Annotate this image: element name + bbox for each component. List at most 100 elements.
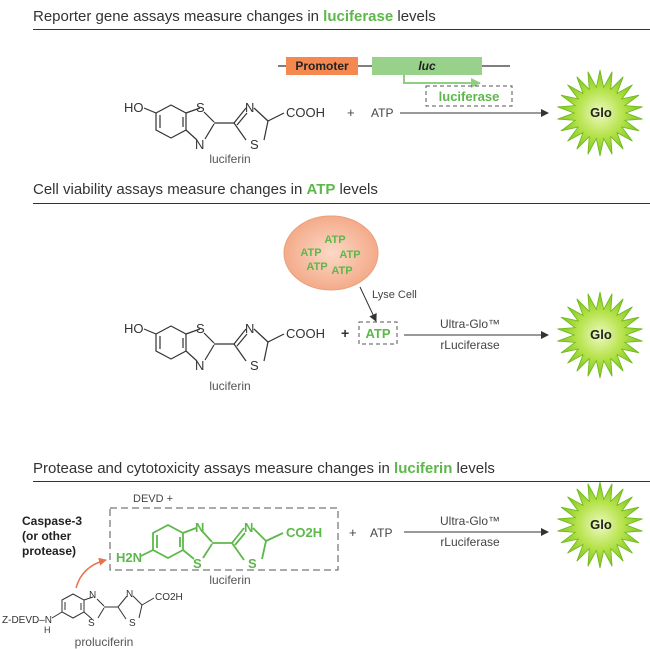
ring-bond [233, 107, 247, 124]
proluciferin-name: proluciferin [75, 635, 134, 649]
plus-sign: + [341, 325, 349, 341]
n-atom: N [245, 321, 254, 336]
glow-burst-icon [557, 69, 643, 157]
enzyme-label-top: Ultra-Glo™ [440, 317, 500, 331]
h2n-label: H2N [116, 550, 142, 565]
section-1-rule [33, 29, 650, 30]
protease-line: (or other [22, 529, 72, 543]
heading-highlight: luciferin [394, 460, 453, 477]
s-atom: S [193, 556, 202, 571]
s-atom: S [88, 618, 95, 629]
section-1-heading: Reporter gene assays measure changes in … [33, 8, 436, 26]
h-atom: H [44, 625, 51, 635]
proluciferin-structure [51, 593, 155, 620]
luciferin-name: luciferin [209, 152, 250, 166]
ring-bond [236, 112, 248, 126]
cell-viability-assay: ATP ATP ATP ATP ATP Lyse Cell HO S N [124, 215, 549, 393]
cell-atp: ATP [339, 249, 360, 261]
enzyme-label-top: Ultra-Glo™ [440, 514, 500, 528]
lyse-label: Lyse Cell [372, 289, 417, 301]
atp-box [358, 321, 398, 345]
luciferin-name: luciferin [209, 573, 250, 587]
ring-bond [261, 540, 267, 560]
luciferin-name: luciferin [209, 379, 250, 393]
ring-bond [263, 120, 269, 141]
luc-gene-label: luc [418, 59, 436, 73]
ring-bond [202, 543, 213, 559]
ring-bond [96, 598, 105, 607]
s-atom: S [196, 321, 205, 336]
acid-bond [265, 532, 284, 542]
glo-burst-2: Glo [557, 291, 643, 379]
amine-bond [140, 549, 154, 557]
cell-atp: ATP [306, 261, 327, 273]
ring-bond [203, 111, 215, 123]
ring-bond [203, 332, 215, 344]
atp-box-label: ATP [365, 326, 390, 341]
oh-bond [143, 328, 157, 335]
ring-bond [236, 333, 248, 347]
glo-burst-1: Glo [557, 69, 643, 157]
s-atom: S [248, 556, 257, 571]
ring-bond [117, 606, 127, 620]
protease-line: Caspase-3 [22, 514, 82, 528]
glow-burst-icon [557, 291, 643, 379]
atp-label: ATP [370, 526, 392, 540]
luc-gene-box [372, 57, 482, 75]
ring-bond [204, 344, 215, 361]
luciferase-label: luciferase [439, 89, 500, 104]
acid-bond [141, 597, 155, 606]
section-2-rule [33, 203, 650, 204]
ring-bond [231, 527, 245, 544]
co2h-label: CO2H [155, 592, 183, 603]
reporter-gene-assay: Promoter luc luciferase HO S N [124, 57, 549, 166]
co2h-label: CO2H [286, 525, 322, 540]
luciferin-dashed-box [109, 507, 339, 571]
s-atom: S [250, 358, 259, 373]
n-atom: N [126, 589, 133, 600]
glo-label: Glo [590, 105, 612, 120]
protease-line: protease) [22, 544, 76, 558]
ring-bond [97, 607, 105, 619]
heading-text: Cell viability assays measure changes in [33, 181, 307, 198]
enzyme-label-bottom: rLuciferase [440, 535, 500, 549]
n-atom: N [195, 137, 204, 152]
ring-bond [182, 549, 195, 560]
zdevd-label: Z-DEVD–N [2, 615, 52, 626]
s-atom: S [129, 618, 136, 629]
section-2-heading: Cell viability assays measure changes in… [33, 181, 378, 199]
ho-label: HO [124, 100, 144, 115]
amine-bond [51, 611, 63, 619]
ring-bond [233, 328, 247, 345]
cooh-label: COOH [286, 326, 325, 341]
ring-bond [185, 129, 198, 141]
heading-text-end: levels [335, 181, 378, 198]
ring-bond [233, 122, 247, 141]
heading-text: Protease and cytotoxicity assays measure… [33, 460, 395, 477]
ring-bond [185, 350, 198, 362]
n-atom: N [89, 590, 96, 601]
ring-bond [117, 595, 128, 608]
ring-bond [83, 611, 93, 620]
cell-icon [283, 215, 379, 291]
heading-text-end: levels [393, 8, 436, 25]
plus-sign: + [347, 105, 355, 120]
ring-bond [252, 527, 267, 542]
ring-bond [201, 530, 213, 543]
luciferin-structure [143, 104, 285, 141]
cell-atp: ATP [300, 247, 321, 259]
devd-label: DEVD + [133, 493, 173, 505]
n-atom: N [195, 520, 204, 535]
luciferin-structure [143, 325, 285, 362]
ring-bond [263, 341, 269, 362]
heading-text: Reporter gene assays measure changes in [33, 8, 324, 25]
acid-bond [267, 333, 285, 343]
s-atom: S [250, 137, 259, 152]
cleavage-arrow [75, 557, 107, 589]
ring-bond [204, 123, 215, 140]
ring-bond [231, 542, 245, 561]
s-atom: S [196, 100, 205, 115]
n-atom: N [244, 520, 253, 535]
ring-bond [234, 532, 246, 546]
